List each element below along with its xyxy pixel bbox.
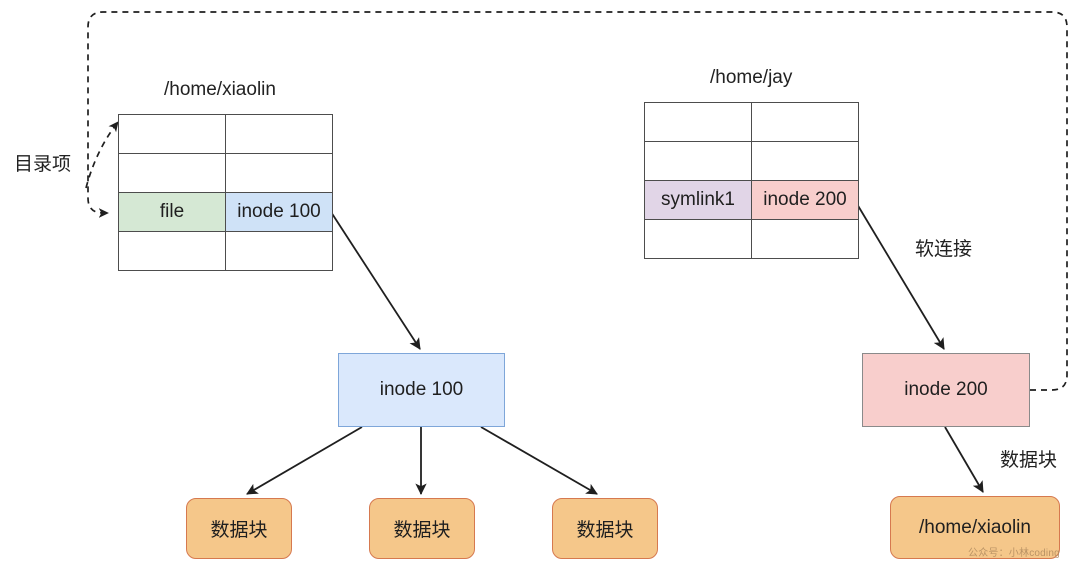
dirent-inode-cell[interactable] [751,102,859,142]
dirent-name-cell[interactable] [644,219,752,259]
dirent-label: 目录项 [14,154,72,175]
dirent-inode-cell-100[interactable]: inode 100 [225,192,333,232]
table-row-symlink[interactable]: symlink1 inode 200 [644,180,859,220]
right-table-title: /home/jay [710,67,793,88]
inode100-to-datablock3-arrow [480,426,598,495]
table-row[interactable] [644,102,859,142]
dirent-inode-cell-200[interactable]: inode 200 [751,180,859,220]
table-row[interactable] [644,141,859,181]
watermark: 公众号：小林coding [968,548,1060,559]
dirent-inode-cell[interactable] [225,153,333,193]
symlink-label: 软连接 [915,239,973,260]
data-block-2[interactable]: 数据块 [369,498,475,559]
dirent-inode-cell[interactable] [225,231,333,271]
dirent-inode-cell[interactable] [225,114,333,154]
table-row[interactable] [118,231,333,271]
table-row[interactable] [644,219,859,259]
data-block-target-path[interactable]: /home/xiaolin [890,496,1060,559]
data-block-3[interactable]: 数据块 [552,498,658,559]
dirent-name-cell[interactable] [118,231,226,271]
directory-table-xiaolin[interactable]: file inode 100 [118,114,333,271]
directory-table-jay[interactable]: symlink1 inode 200 [644,102,859,259]
inode-100-node[interactable]: inode 100 [338,353,505,427]
dirent-name-cell[interactable] [644,102,752,142]
dirent-pointer-dashed-path [85,121,119,189]
inode200-to-targetpath-arrow [944,426,984,493]
datablock-label-right: 数据块 [1000,450,1058,471]
dirent-name-cell[interactable] [118,153,226,193]
table-row[interactable] [118,153,333,193]
table-row-file[interactable]: file inode 100 [118,192,333,232]
symlink-to-inode200-arrow [856,203,945,350]
data-block-1[interactable]: 数据块 [186,498,292,559]
table-row[interactable] [118,114,333,154]
file-to-inode100-arrow [330,211,421,350]
dirent-name-cell-file[interactable]: file [118,192,226,232]
left-table-title: /home/xiaolin [164,79,276,100]
dirent-name-cell[interactable] [644,141,752,181]
dirent-name-cell[interactable] [118,114,226,154]
inode-200-node[interactable]: inode 200 [862,353,1030,427]
dirent-inode-cell[interactable] [751,219,859,259]
inode100-to-datablock1-arrow [246,426,363,495]
dirent-name-cell-symlink1[interactable]: symlink1 [644,180,752,220]
dirent-inode-cell[interactable] [751,141,859,181]
